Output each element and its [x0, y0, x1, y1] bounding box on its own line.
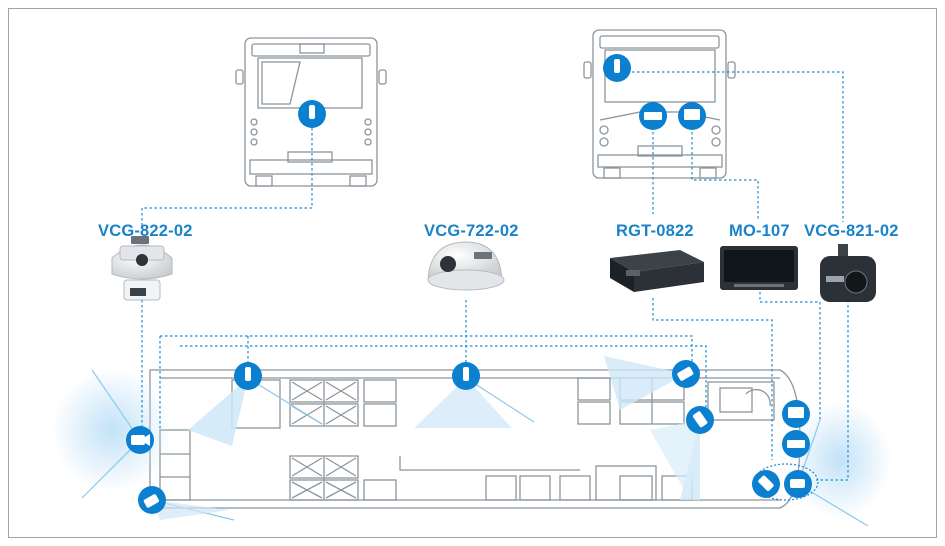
product-mo-107[interactable] — [720, 246, 798, 290]
dome-camera-icon — [309, 105, 315, 119]
marker-camera-cabin[interactable] — [752, 470, 780, 498]
product-vcg-821-02[interactable] — [820, 244, 876, 302]
box-camera-icon — [131, 435, 145, 445]
box-camera-icon — [692, 411, 708, 428]
dome-camera-icon — [614, 59, 620, 73]
marker-dome-interior-center[interactable] — [452, 362, 480, 390]
marker-recorder-cabin[interactable] — [782, 430, 810, 458]
label-vcg-821-02: VCG-821-02 — [804, 222, 899, 240]
dome-camera-icon — [463, 367, 469, 381]
marker-camera-door[interactable] — [686, 406, 714, 434]
box-camera-icon — [790, 479, 805, 488]
marker-monitor-bus-right[interactable] — [678, 102, 706, 130]
box-camera-icon — [143, 494, 159, 508]
marker-monitor-cabin[interactable] — [782, 400, 810, 428]
monitor-icon — [684, 109, 700, 120]
marker-camera-interior-right[interactable] — [672, 360, 700, 388]
recorder-icon — [787, 440, 805, 448]
marker-dome-interior-left[interactable] — [234, 362, 262, 390]
camera-coverage — [52, 356, 892, 527]
marker-dome-bus-right[interactable] — [603, 54, 631, 82]
dome-camera-icon — [245, 367, 251, 381]
product-rgt-0822[interactable] — [610, 250, 704, 292]
marker-camera-rear[interactable] — [126, 426, 154, 454]
recorder-icon — [644, 112, 662, 120]
box-camera-icon — [758, 475, 774, 491]
marker-camera-rear-low[interactable] — [138, 486, 166, 514]
product-vcg-822-02[interactable] — [111, 236, 173, 301]
label-mo-107: MO-107 — [729, 222, 790, 240]
seat-group-upper-b — [363, 379, 397, 427]
box-camera-icon — [677, 366, 694, 381]
connection-lines — [141, 71, 849, 501]
label-rgt-0822: RGT-0822 — [616, 222, 694, 240]
marker-recorder-bus-right[interactable] — [639, 102, 667, 130]
label-vcg-822-02: VCG-822-02 — [98, 222, 193, 240]
product-vcg-722-02[interactable] — [427, 241, 505, 291]
bus-front-view-left — [235, 37, 387, 187]
seat-group-upper-a — [289, 379, 359, 427]
marker-camera-front[interactable] — [784, 470, 812, 498]
monitor-icon — [788, 407, 804, 418]
seat-group-lower-a — [289, 455, 359, 501]
marker-dome-bus-left[interactable] — [298, 100, 326, 128]
label-vcg-722-02: VCG-722-02 — [424, 222, 519, 240]
